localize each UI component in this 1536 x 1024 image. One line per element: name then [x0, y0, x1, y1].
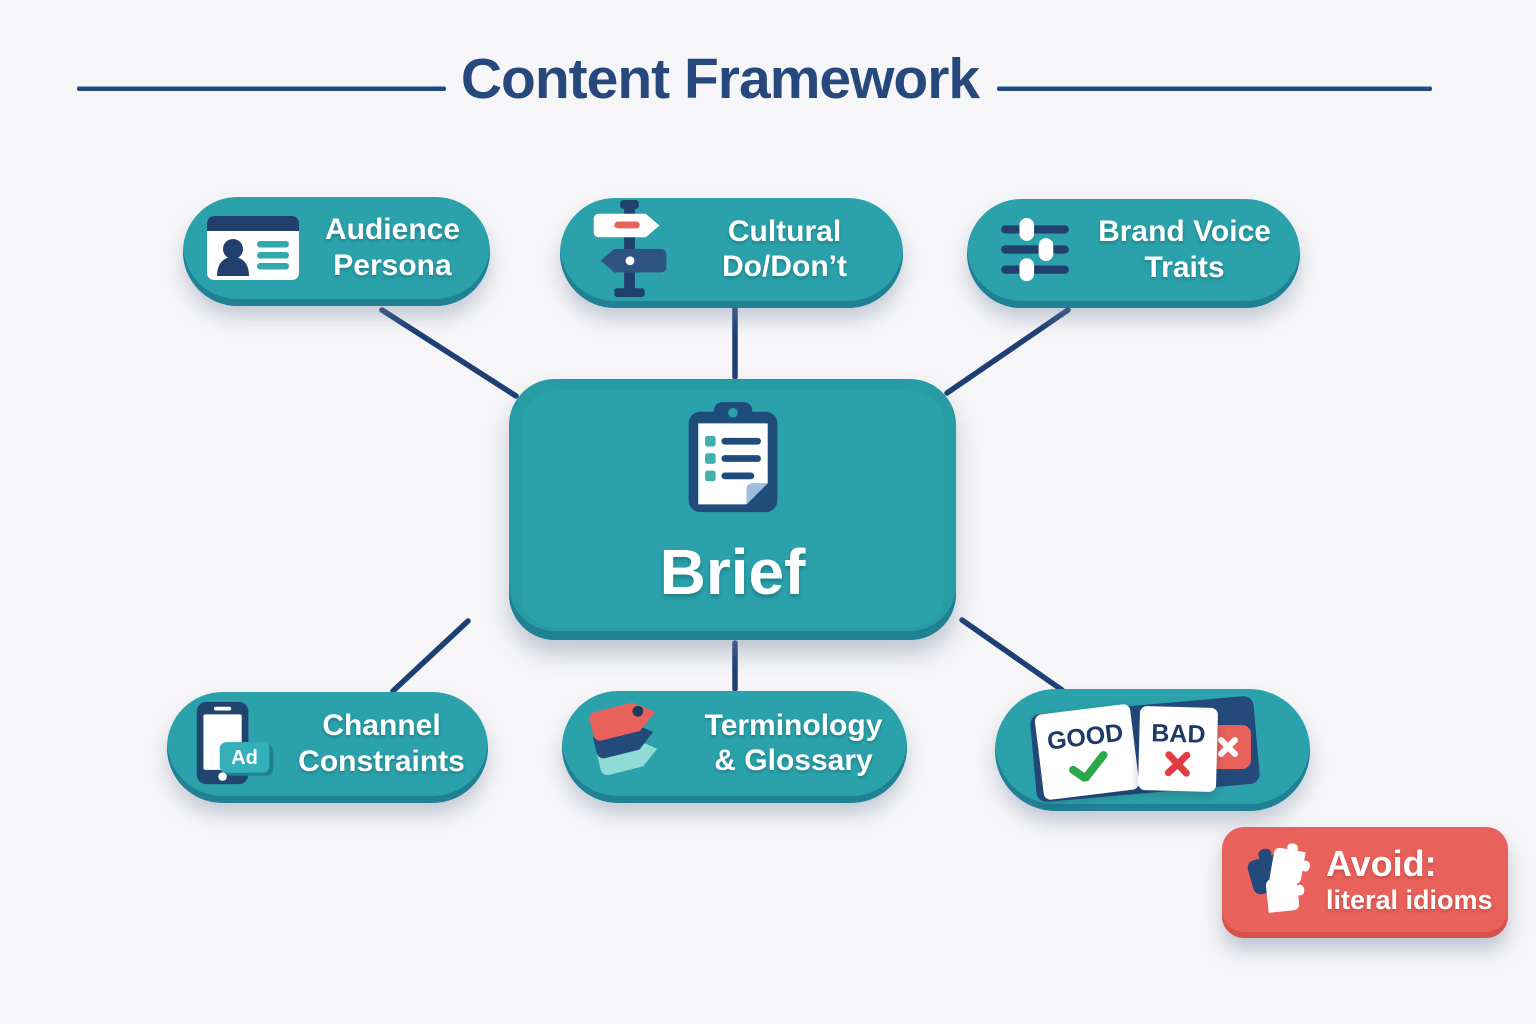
- corner-x-icon: [1218, 737, 1238, 757]
- node-label-line1: Audience: [324, 213, 461, 247]
- good-label: GOOD: [1045, 718, 1125, 756]
- node-label-line2: & Glossary: [714, 744, 873, 777]
- connector-brief-channel: [390, 618, 471, 694]
- x-icon: [1164, 751, 1191, 777]
- node-label: Audience Persona: [311, 212, 474, 283]
- phone-ad-icon: Ad: [196, 701, 274, 784]
- node-label-line2: Do/Don’t: [722, 250, 847, 283]
- good-card: GOOD: [1034, 703, 1140, 801]
- node-channel-constraints: Ad Channel Constraints: [167, 692, 488, 803]
- node-good-bad-examples: GOOD BAD: [995, 689, 1310, 811]
- node-brand-voice-traits: Brand Voice Traits: [967, 199, 1300, 308]
- clipboard-icon: [688, 401, 777, 512]
- node-label-line1: Channel: [322, 709, 441, 743]
- node-label-line2: Traits: [1144, 250, 1225, 284]
- page-title: Content Framework: [460, 47, 980, 111]
- title-rule-right: [997, 87, 1432, 91]
- tags-icon: [589, 702, 658, 776]
- node-audience-persona: Audience Persona: [183, 197, 490, 306]
- node-label-line1: Cultural: [727, 214, 842, 248]
- node-label: Channel Constraints: [291, 708, 472, 779]
- connector-brief-goodbad: [959, 617, 1065, 693]
- signpost-icon: [593, 200, 667, 298]
- node-label-line2: Persona: [333, 248, 452, 282]
- node-label-line2: Constraints: [298, 744, 465, 778]
- node-label-line1: Terminology: [704, 708, 883, 742]
- id-card-icon: [207, 215, 299, 280]
- puzzle-icon: [1247, 842, 1310, 913]
- node-cultural-dodont: Cultural Do/Don’t: [560, 198, 903, 308]
- avoid-note: Avoid: literal idioms: [1222, 827, 1508, 938]
- brief-label: Brief: [659, 535, 806, 608]
- avoid-heading: Avoid:: [1326, 843, 1437, 885]
- connector-audience-brief: [379, 307, 519, 399]
- connector-brandvoice-brief: [944, 307, 1071, 396]
- ad-badge-label: Ad: [231, 747, 258, 769]
- avoid-subtext: literal idioms: [1326, 884, 1493, 915]
- node-label: Cultural Do/Don’t: [682, 214, 887, 285]
- sliders-icon: [1001, 217, 1069, 281]
- node-terminology-glossary: Terminology & Glossary: [562, 691, 907, 803]
- bad-card: BAD: [1137, 705, 1219, 793]
- node-label: Terminology & Glossary: [696, 708, 891, 779]
- title-rule-left: [77, 87, 446, 91]
- bad-label: BAD: [1150, 719, 1206, 749]
- node-label: Brand Voice Traits: [1085, 214, 1284, 285]
- node-brief: Brief: [509, 379, 956, 640]
- avoid-text: Avoid: literal idioms: [1326, 843, 1493, 915]
- check-icon: [1069, 751, 1108, 783]
- node-label-line1: Brand Voice: [1098, 215, 1271, 249]
